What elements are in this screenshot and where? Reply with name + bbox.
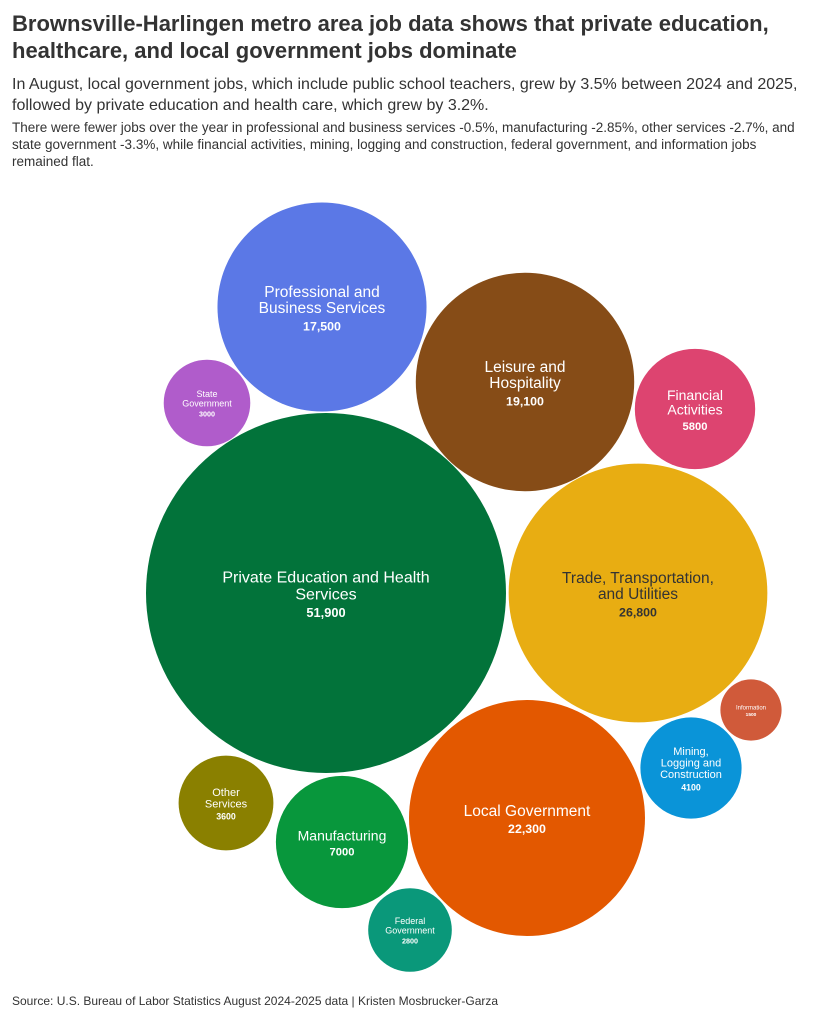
bubble-value: 26,800 (619, 605, 657, 619)
bubble-value: 19,100 (506, 394, 544, 408)
bubble-label: and Utilities (598, 586, 678, 603)
bubble-label: Logging and (661, 758, 722, 770)
bubble-circle (720, 679, 782, 741)
bubble-label: Professional and (264, 284, 379, 301)
bubble-value: 2800 (402, 937, 418, 946)
bubble-circle (634, 348, 756, 470)
bubble-circle (275, 775, 409, 909)
bubble-value: 5800 (683, 421, 708, 433)
bubble-label: Construction (660, 769, 722, 781)
bubble-circle (508, 463, 768, 723)
bubble: Local Government 22,300 (409, 700, 645, 936)
bubble-label: Business Services (259, 300, 386, 317)
bubble-value: 7000 (330, 847, 355, 859)
bubble-label: Financial (667, 387, 723, 403)
bubble: Manufacturing 7000 (275, 775, 409, 909)
bubble-label: Private Education and Health (222, 570, 429, 587)
source-note: Source: U.S. Bureau of Labor Statistics … (12, 994, 499, 1008)
bubble-label: Government (182, 399, 232, 409)
bubble-value: 4100 (681, 782, 701, 792)
subtitle: In August, local government jobs, which … (12, 76, 798, 114)
bubble-circle (640, 717, 742, 819)
bubble-circle (163, 359, 251, 447)
bubble: Trade, Transportation,and Utilities 26,80… (508, 463, 768, 723)
bubble-label: Hospitality (489, 375, 561, 392)
bubble-label: Government (385, 926, 435, 936)
bubble-value: 3600 (216, 812, 236, 822)
bubble-circle (146, 413, 506, 773)
bubble-circle (415, 272, 635, 492)
bubble-label: Other (212, 787, 240, 799)
bubble-label: Services (205, 798, 248, 810)
bubble-circle (178, 755, 274, 851)
bubble-value: 1500 (746, 712, 757, 718)
bubble-label: Information (736, 705, 766, 711)
bubble-label: Federal (395, 916, 426, 926)
bubble-circle (368, 888, 452, 972)
bubble-value: 51,900 (306, 605, 345, 620)
page-title: Brownsville-Harlingen metro area job dat… (12, 11, 769, 63)
bubble-value: 17,500 (303, 319, 341, 333)
bubble-label: Services (295, 586, 356, 603)
bubble-circle (217, 202, 427, 412)
bubble-value: 22,300 (508, 822, 546, 836)
bubble-circle (409, 700, 645, 936)
bubble-value: 3000 (199, 410, 215, 419)
bubble-label: Activities (667, 402, 722, 418)
bubble-label: Trade, Transportation, (562, 570, 714, 587)
note: There were fewer jobs over the year in p… (12, 120, 795, 169)
bubble-label: Manufacturing (298, 827, 387, 843)
bubble-label: State (196, 389, 217, 399)
bubble-label: Leisure and (484, 359, 565, 376)
bubble-label: Mining, (673, 746, 708, 758)
bubble-label: Local Government (464, 803, 591, 820)
